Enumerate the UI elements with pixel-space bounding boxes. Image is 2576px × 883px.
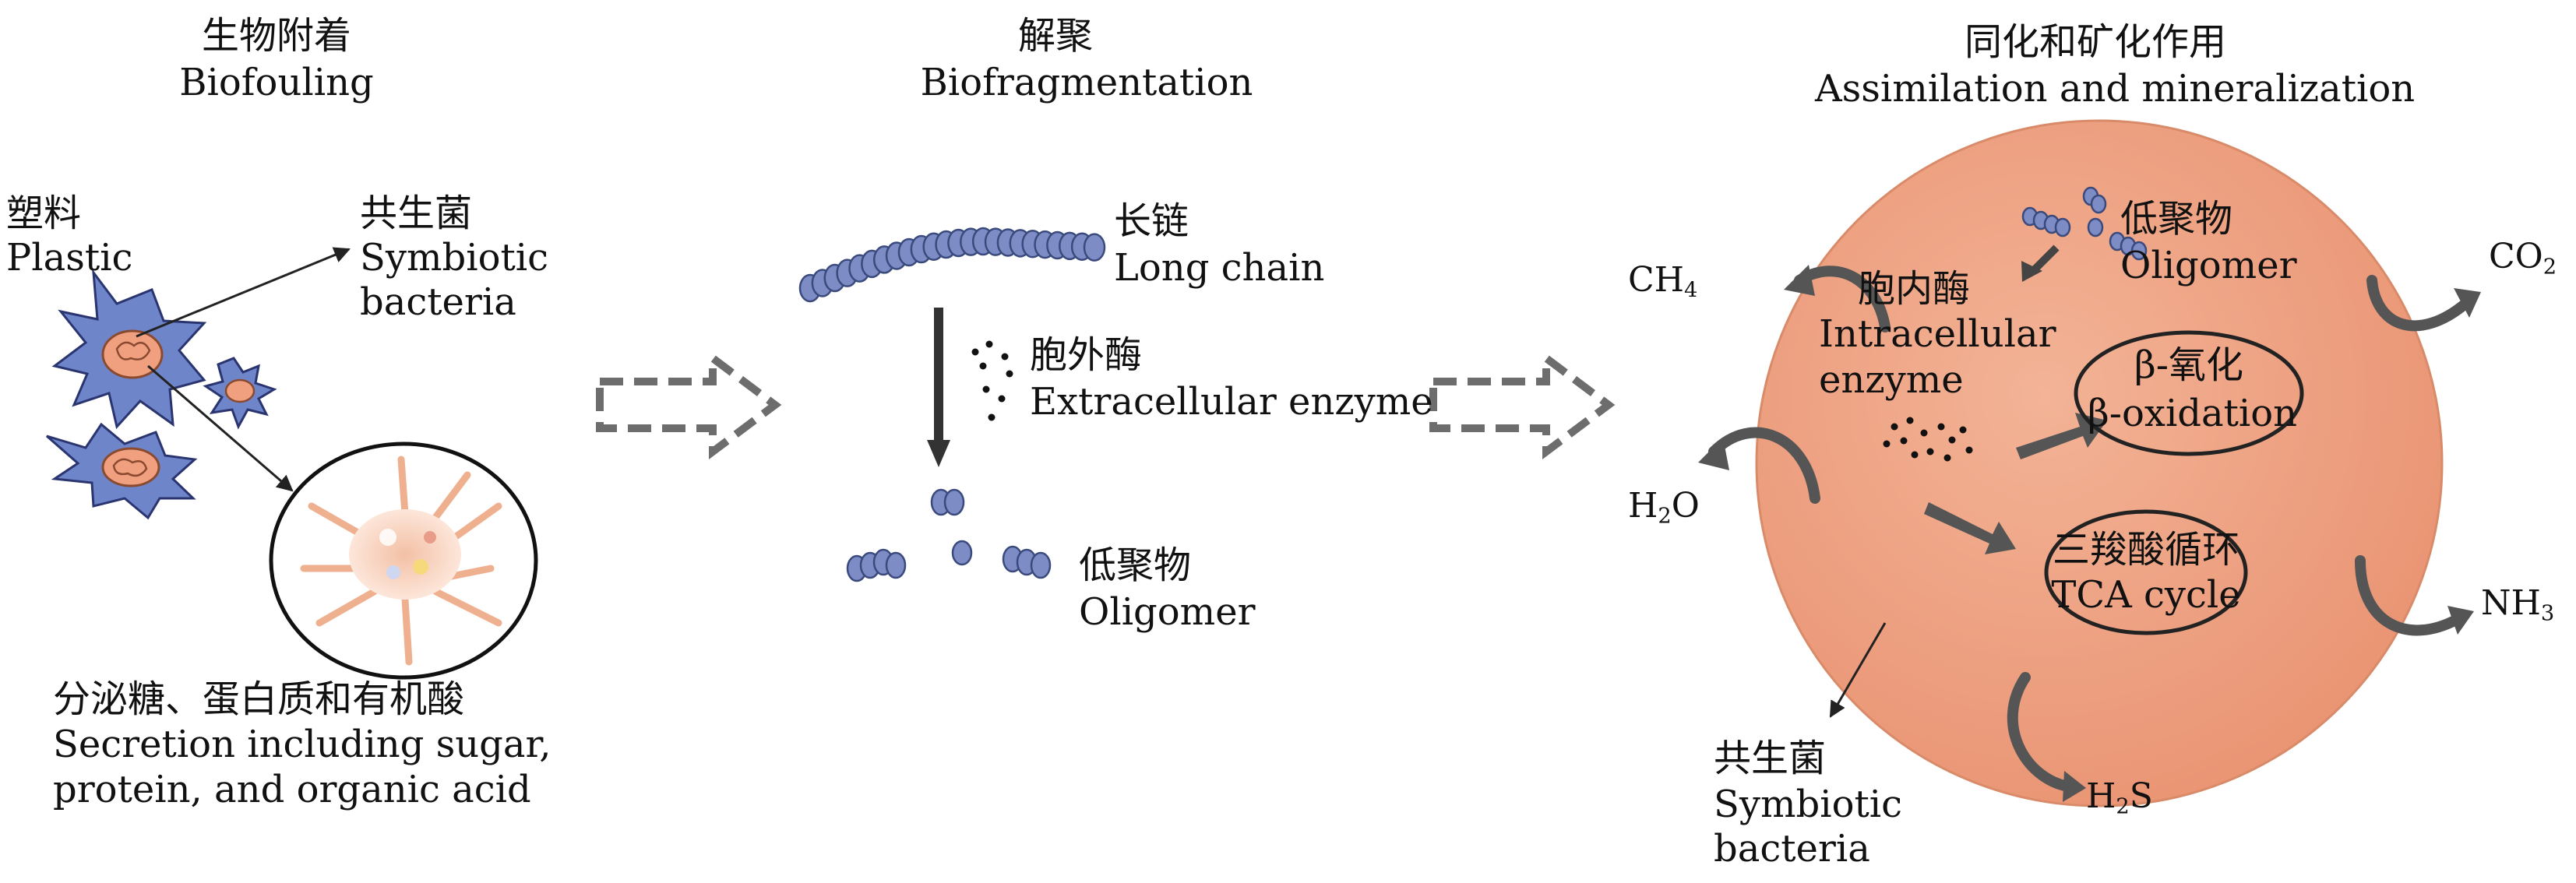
arrow-to-symbiotic xyxy=(136,247,351,338)
cell-symbiotic-label-zh: 共生菌 xyxy=(1714,737,1827,780)
cell xyxy=(1755,119,2444,807)
gas-ch4: CH4 xyxy=(1628,260,1698,303)
beta-oxidation-label-zh: β-氧化 xyxy=(2134,343,2243,387)
oligomer-label-zh: 低聚物 xyxy=(1079,544,1192,587)
bead xyxy=(1030,551,1052,579)
secretion-label-en2: protein, and organic acid xyxy=(53,768,531,811)
header-assimilation-en: Assimilation and mineralization xyxy=(1815,67,2416,111)
intracellular-label-en1: Intracellular xyxy=(1819,312,2056,356)
gas-arrows xyxy=(1708,266,2471,792)
cell-symbiotic-label-en1: Symbiotic xyxy=(1714,783,1903,826)
header-biofouling-zh: 生物附着 xyxy=(201,14,351,58)
gas-nh3: NH3 xyxy=(2481,583,2555,626)
header-biofragmentation-zh: 解聚 xyxy=(1017,14,1093,58)
header-assimilation-zh: 同化和矿化作用 xyxy=(1964,20,2226,64)
bead xyxy=(885,551,907,579)
bead xyxy=(1083,233,1106,262)
arrow-to-symbiotic-2 xyxy=(1829,622,1887,718)
long-chain-beads xyxy=(798,227,1106,303)
gas-h2o: H2O xyxy=(1628,486,1700,529)
extracellular-label-en: Extracellular enzyme xyxy=(1030,380,1433,424)
beta-oxidation-label-en: β-oxidation xyxy=(2088,392,2298,435)
thick-arrow-tca xyxy=(1924,502,2016,554)
panel-biofouling xyxy=(46,247,538,680)
plastic-label-zh: 塑料 xyxy=(6,192,82,235)
gas-arrowheads xyxy=(1698,265,2481,802)
bead xyxy=(2087,217,2104,237)
hollow-arrow-1 xyxy=(596,350,782,459)
tca-label-zh: 三羧酸循环 xyxy=(2052,528,2239,572)
header-biofouling-en: Biofouling xyxy=(179,61,374,104)
thick-arrow-beta xyxy=(2016,413,2107,459)
plastic-label-en: Plastic xyxy=(6,236,133,280)
cell-oligomer-beads xyxy=(2021,186,2148,261)
gas-co2: CO2 xyxy=(2489,237,2557,280)
intracellular-label-zh: 胞内酶 xyxy=(1858,267,1971,311)
symbiotic-label-en2: bacteria xyxy=(360,280,516,324)
bead xyxy=(2090,194,2107,214)
beta-oxidation-ellipse xyxy=(2074,330,2304,456)
down-arrow xyxy=(927,440,950,467)
gas-h2s: H2S xyxy=(2086,776,2153,819)
hollow-arrow-2 xyxy=(1429,350,1616,459)
cell-symbiotic-label-en2: bacteria xyxy=(1714,827,1870,871)
header-biofragmentation-en: Biofragmentation xyxy=(920,61,1253,104)
panel-biofragmentation xyxy=(798,227,1106,582)
arrow-to-bacteria xyxy=(147,364,294,492)
bead xyxy=(2130,241,2148,261)
intracellular-enzyme-dots xyxy=(1883,417,1973,462)
cell-oligomer-label-zh: 低聚物 xyxy=(2120,197,2233,241)
extracellular-label-zh: 胞外酶 xyxy=(1030,333,1143,377)
bead xyxy=(951,540,973,566)
symbiotic-label-zh: 共生菌 xyxy=(360,192,473,235)
symbiotic-label-en1: Symbiotic xyxy=(360,236,549,280)
secretion-label-zh: 分泌糖、蛋白质和有机酸 xyxy=(53,677,465,721)
tca-cycle-ellipse xyxy=(2044,509,2248,635)
cell-oligomer-label-en: Oligomer xyxy=(2120,244,2297,287)
bead xyxy=(943,488,965,516)
long-chain-label-en: Long chain xyxy=(1114,246,1325,290)
plastic-core-large xyxy=(101,329,164,379)
secretion-label-en1: Secretion including sugar, xyxy=(53,723,551,766)
extracellular-enzyme-dots xyxy=(971,340,1013,421)
oligomer-beads xyxy=(846,488,1052,582)
intracellular-label-en2: enzyme xyxy=(1819,358,1964,402)
tca-label-en: TCA cycle xyxy=(2051,573,2241,617)
bead xyxy=(2054,217,2071,237)
oligomer-label-en: Oligomer xyxy=(1079,590,1256,634)
long-chain-label-zh: 长链 xyxy=(1114,199,1189,243)
panel-assimilation xyxy=(1698,119,2481,807)
